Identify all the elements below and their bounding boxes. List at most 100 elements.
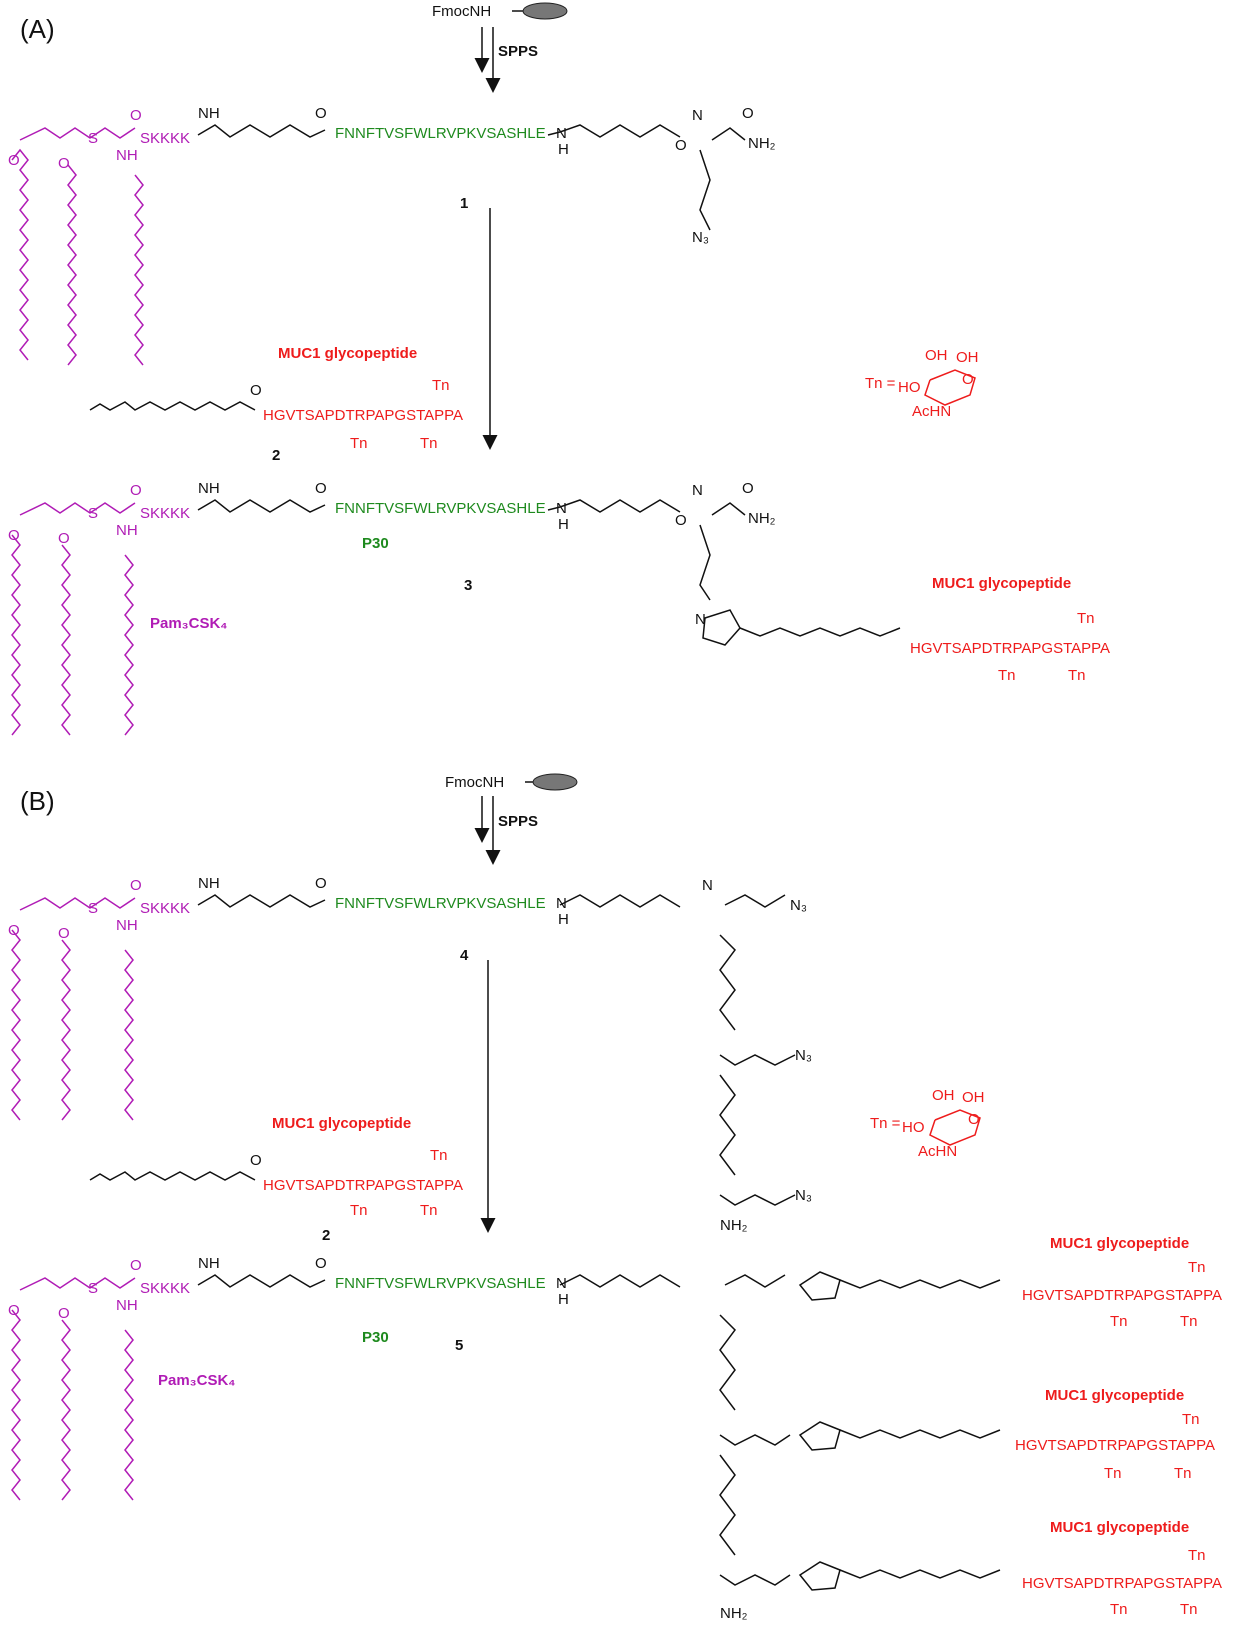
compound-number-5: 5 (455, 1337, 463, 1354)
nh-linker-5b: N (556, 1275, 567, 1292)
muc1-seq-5a: HGVTSAPDTRPAPGSTAPPA (1022, 1287, 1222, 1304)
compound-3: S O O O NH SKKKK Pam₃CSK₄ NH O FNNFTVSFW… (8, 480, 1110, 736)
tn-bot1-2a: Tn (350, 435, 368, 452)
muc1-title-5b: MUC1 glycopeptide (1045, 1387, 1184, 1404)
muc1-seq-2a: HGVTSAPDTRPAPGSTAPPA (263, 407, 463, 424)
pam3csk4-lipid-1: S (11, 127, 144, 366)
panel-label-b: (B) (20, 786, 55, 816)
fmoc-label-a: FmocNH (432, 3, 491, 20)
h-linker-5b: H (558, 1291, 569, 1308)
tn-bot2-2a: Tn (420, 435, 438, 452)
amide-o-3: O (675, 512, 687, 529)
skkkk-1: SKKKK (140, 130, 190, 147)
amide-n-4: N (702, 877, 713, 894)
tn-bot2-2b: Tn (420, 1202, 438, 1219)
compound-4: S O O O NH SKKKK NH O FNNFTVSFWLRVPKVSAS… (8, 875, 812, 1234)
p30-sequence-5: FNNFTVSFWLRVPKVSASHLE (335, 1275, 546, 1292)
resin-b: FmocNH SPPS (445, 773, 578, 865)
hn-label-1: NH (116, 147, 138, 164)
tn-achn-b: AcHN (918, 1143, 957, 1160)
carbonyl-o-3: O (315, 480, 327, 497)
amide-o5: O (130, 1257, 142, 1274)
muc1-seq-5c: HGVTSAPDTRPAPGSTAPPA (1022, 1575, 1222, 1592)
resin-bead-b (532, 773, 578, 791)
carbonyl-o-4: O (315, 875, 327, 892)
tn-ho-a: HO (898, 379, 921, 396)
amide-n-3: N (692, 482, 703, 499)
nh2-1: NH₂ (748, 135, 776, 152)
tn-o-b: O (968, 1111, 980, 1128)
amide-o-3b: O (742, 480, 754, 497)
compound-2b-o: O (250, 1152, 262, 1169)
compound-2-a: MUC1 glycopeptide O HGVTSAPDTRPAPGSTAPPA… (89, 345, 463, 464)
ester-o2: O (58, 155, 70, 172)
sulfur-1: S (88, 130, 98, 147)
pam3csk4-label-5: Pam₃CSK₄ (158, 1372, 235, 1389)
amide-o3: O (130, 482, 142, 499)
muc1-title-5a: MUC1 glycopeptide (1050, 1235, 1189, 1252)
compound-number-1: 1 (460, 195, 468, 212)
tn-oh1-a: OH (925, 347, 948, 364)
tn-bot1-2b: Tn (350, 1202, 368, 1219)
nh2-3: NH₂ (748, 510, 776, 527)
nh2-5: NH₂ (720, 1605, 748, 1622)
skkkk-4: SKKKK (140, 900, 190, 917)
tn-definition-a: Tn = HO OH OH AcHN O (865, 347, 979, 420)
tn-bot2-5b: Tn (1174, 1465, 1192, 1482)
tn-o-a: O (962, 371, 974, 388)
tn-bot2-5c: Tn (1180, 1601, 1198, 1618)
tn-bot1-5a: Tn (1110, 1313, 1128, 1330)
spps-label-b: SPPS (498, 813, 538, 830)
sulfur-3: S (88, 505, 98, 522)
hn-label-5: NH (116, 1297, 138, 1314)
amide-o-1b: O (742, 105, 754, 122)
amide-n-1: N (692, 107, 703, 124)
panel-label-a: (A) (20, 14, 55, 44)
azide-4a: N₃ (790, 897, 807, 914)
tn-top-5c: Tn (1188, 1547, 1206, 1564)
tn-top-2b: Tn (430, 1147, 448, 1164)
carbonyl-o-5: O (315, 1255, 327, 1272)
compound-number-4: 4 (460, 947, 469, 964)
resin-bead-a (522, 2, 568, 20)
nh-linker-1b: N (556, 125, 567, 142)
sulfur-5: S (88, 1280, 98, 1297)
h-linker-4b: H (558, 911, 569, 928)
skkkk-5: SKKKK (140, 1280, 190, 1297)
compound-number-2b: 2 (322, 1227, 330, 1244)
compound-2a-o: O (250, 382, 262, 399)
azide-4c: N₃ (795, 1187, 812, 1204)
compound-1: S O O O NH SKKKK NH O FNNFTVSFWLRVPKVSAS… (8, 105, 776, 366)
sulfur-4: S (88, 900, 98, 917)
tn-definition-b: Tn = HO OH OH AcHN O (870, 1087, 985, 1160)
skkkk-3: SKKKK (140, 505, 190, 522)
muc1-title-2b: MUC1 glycopeptide (272, 1115, 411, 1132)
spps-label-a: SPPS (498, 43, 538, 60)
triazole-n-3: N (695, 611, 706, 628)
p30-label-5: P30 (362, 1329, 389, 1346)
pam3csk4-label-3: Pam₃CSK₄ (150, 615, 227, 632)
muc1-seq-3: HGVTSAPDTRPAPGSTAPPA (910, 640, 1110, 657)
amide-o1: O (130, 107, 142, 124)
tn-top-3: Tn (1077, 610, 1095, 627)
p30-sequence-1: FNNFTVSFWLRVPKVSASHLE (335, 125, 546, 142)
tn-achn-a: AcHN (912, 403, 951, 420)
nh-linker-3: NH (198, 480, 220, 497)
nh-linker-3b: N (556, 500, 567, 517)
resin-a: FmocNH SPPS (432, 2, 568, 93)
muc1-seq-2b: HGVTSAPDTRPAPGSTAPPA (263, 1177, 463, 1194)
nh-linker-4b: N (556, 895, 567, 912)
ester-o4a: O (8, 922, 20, 939)
carbonyl-o-1: O (315, 105, 327, 122)
hn-label-3: NH (116, 522, 138, 539)
tn-oh2-b: OH (962, 1089, 985, 1106)
ester-o4b: O (58, 925, 70, 942)
fmoc-label-b: FmocNH (445, 774, 504, 791)
amide-o4: O (130, 877, 142, 894)
hn-label-4: NH (116, 917, 138, 934)
p30-sequence-4: FNNFTVSFWLRVPKVSASHLE (335, 895, 546, 912)
tn-bot2-5a: Tn (1180, 1313, 1198, 1330)
tn-oh1-b: OH (932, 1087, 955, 1104)
amide-o-1: O (675, 137, 687, 154)
h-linker-3b: H (558, 516, 569, 533)
